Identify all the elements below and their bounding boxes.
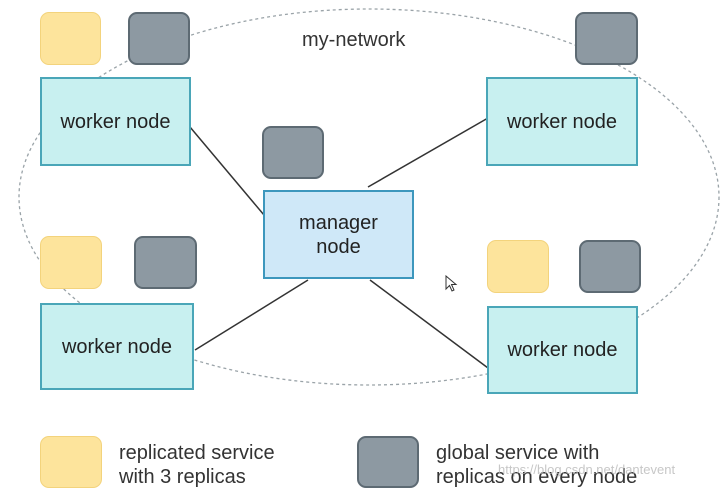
replicated-task-2	[40, 236, 102, 289]
link-manager-worker-bottom-right	[369, 279, 489, 369]
global-task-manager	[262, 126, 324, 179]
global-task-worker-bottom-right	[579, 240, 641, 293]
watermark: https://blog.csdn.net/dantevent	[498, 462, 676, 477]
link-manager-worker-bottom-left	[194, 279, 309, 351]
worker-node-top-right: worker node	[486, 77, 638, 166]
manager-node-label: manager node	[299, 211, 378, 258]
worker-node-label: worker node	[61, 335, 173, 358]
worker-node-bottom-left: worker node	[40, 303, 194, 390]
global-task-worker-top-left	[128, 12, 190, 65]
worker-node-top-left: worker node	[40, 77, 191, 166]
network-ellipse	[18, 8, 720, 386]
worker-node-bottom-right: worker node	[487, 306, 638, 394]
link-manager-worker-top-right	[367, 117, 489, 188]
legend-replicated-swatch	[40, 436, 102, 488]
worker-node-label: worker node	[506, 110, 618, 133]
legend-global-text: global service with replicas on every no…	[436, 442, 638, 488]
network-label: my-network	[302, 29, 406, 51]
legend-global-swatch	[357, 436, 419, 488]
global-task-worker-top-right	[575, 12, 638, 65]
manager-node: manager node	[263, 190, 414, 279]
mouse-pointer-icon	[445, 275, 458, 292]
replicated-task-3	[487, 240, 549, 293]
legend-replicated-text: replicated service with 3 replicas	[119, 442, 275, 488]
replicated-task-1	[40, 12, 101, 65]
worker-node-label: worker node	[60, 110, 171, 133]
worker-node-label: worker node	[507, 339, 618, 361]
link-manager-worker-top-left	[189, 126, 265, 216]
global-task-worker-bottom-left	[134, 236, 197, 289]
